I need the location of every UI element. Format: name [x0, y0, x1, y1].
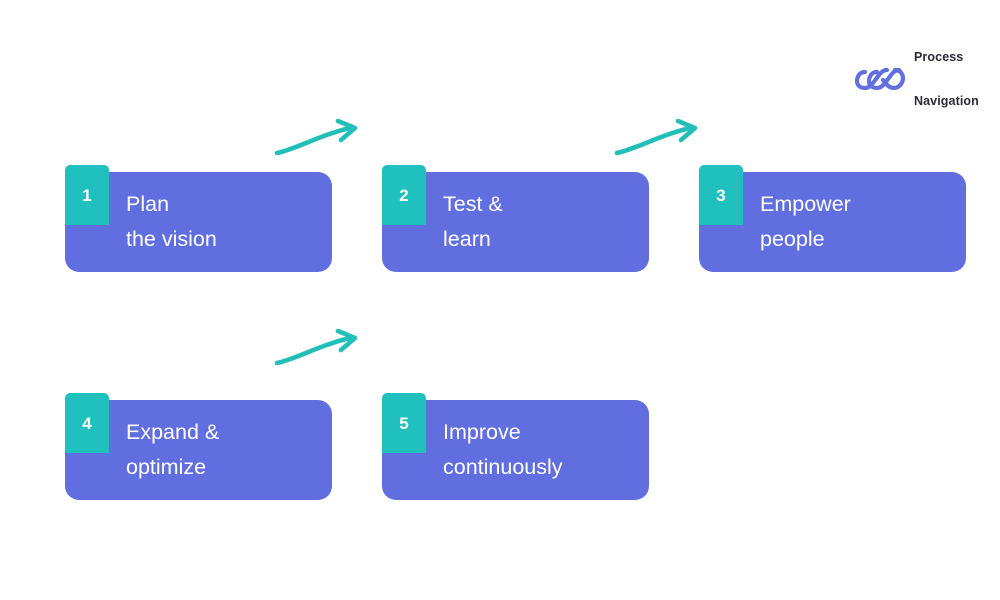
step-label-3-line2: people: [760, 227, 825, 251]
brand-name-line2: Navigation: [914, 93, 979, 108]
step-label-4-line1: Expand &: [126, 419, 220, 444]
curved-arrow-right-icon-3: [274, 328, 358, 366]
interlocking-loops-logo-icon: [855, 67, 905, 91]
brand-logo: Process Navigation: [855, 20, 979, 138]
step-label-2-line1: Test &: [443, 191, 503, 216]
step-card-body-4: [65, 400, 332, 500]
step-number-badge-4: 4: [65, 393, 109, 453]
step-card-4[interactable]: 4 Expand & optimize: [65, 393, 332, 500]
step-label-1-line2: the vision: [126, 227, 217, 251]
step-label-2-line2: learn: [443, 227, 491, 251]
step-number-3: 3: [716, 185, 726, 205]
step-card-2[interactable]: 2 Test & learn: [382, 165, 649, 272]
step-card-3[interactable]: 3 Empower people: [699, 165, 966, 272]
step-card-body-5: [382, 400, 649, 500]
step-number-2: 2: [399, 185, 409, 205]
brand-name: Process Navigation: [914, 20, 979, 138]
step-number-badge-2: 2: [382, 165, 426, 225]
step-label-1-line1: Plan: [126, 191, 170, 216]
step-label-2: Test & learn: [443, 172, 643, 272]
brand-name-line1: Process: [914, 49, 964, 64]
step-card-5[interactable]: 5 Improve continuously: [382, 393, 649, 500]
step-label-3-line1: Empower: [760, 191, 851, 216]
step-label-4: Expand & optimize: [126, 400, 326, 500]
step-number-1: 1: [82, 185, 92, 205]
step-number-4: 4: [82, 413, 92, 433]
step-label-5-line2: continuously: [443, 455, 563, 479]
step-label-1: Plan the vision: [126, 172, 326, 272]
step-card-body-3: [699, 172, 966, 272]
step-number-5: 5: [399, 413, 409, 433]
step-card-body-1: [65, 172, 332, 272]
step-card-body-2: [382, 172, 649, 272]
step-number-badge-3: 3: [699, 165, 743, 225]
curved-arrow-right-icon-2: [614, 118, 698, 156]
step-label-5-line1: Improve: [443, 419, 521, 444]
step-label-4-line2: optimize: [126, 455, 207, 479]
curved-arrow-right-icon-1: [274, 118, 358, 156]
step-label-5: Improve continuously: [443, 400, 643, 500]
step-card-1[interactable]: 1 Plan the vision: [65, 165, 332, 272]
step-number-badge-1: 1: [65, 165, 109, 225]
step-number-badge-5: 5: [382, 393, 426, 453]
step-label-3: Empower people: [760, 172, 960, 272]
